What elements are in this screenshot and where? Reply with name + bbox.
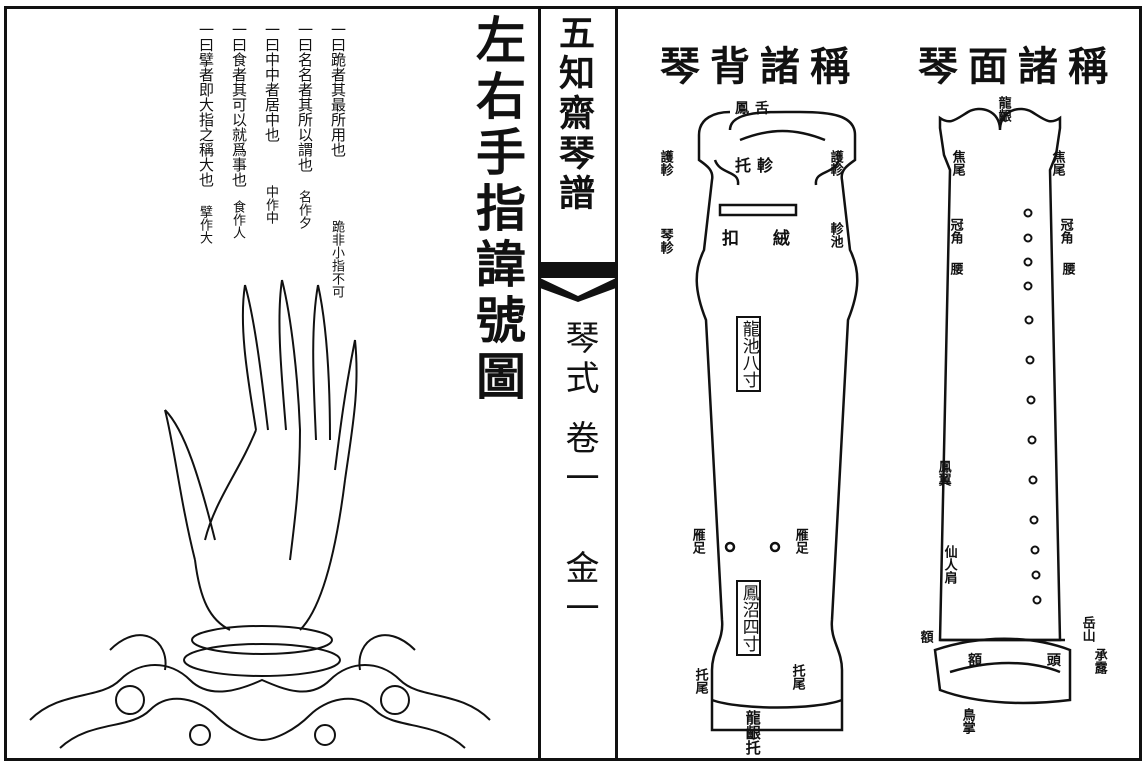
face-label-yue-shan: 岳山 bbox=[1079, 616, 1095, 642]
note-line-2: 一曰食者其可以就爲事也 bbox=[230, 22, 248, 187]
volume-label: 卷一 bbox=[559, 420, 599, 500]
back-label-yan-zu-left: 雁足 bbox=[689, 528, 705, 554]
back-box-long-chi: 龍池八寸 bbox=[736, 316, 761, 392]
face-label-guan-jiao-left: 冠角 bbox=[947, 218, 963, 244]
face-label-e: 額 bbox=[917, 630, 933, 643]
note-line-1: 一曰擘者即大指之稱大也 bbox=[197, 22, 215, 187]
spine-column bbox=[538, 6, 618, 761]
face-label-guan-jiao-right: 冠角 bbox=[1057, 218, 1073, 244]
note-line-5: 一曰跪者其最所用也 bbox=[329, 22, 347, 157]
page-number: 金一 bbox=[559, 550, 599, 630]
face-label-feng-yi: 鳳翼 bbox=[935, 460, 951, 486]
note-minor-2: 食作人 bbox=[230, 200, 245, 239]
back-box-feng-zhao: 鳳沼四寸 bbox=[736, 580, 761, 656]
back-label-bottom: 龍齦托 bbox=[743, 710, 762, 755]
face-label-e-tou: 額 頭 bbox=[968, 653, 1091, 669]
qin-back-title: 琴背諸稱 bbox=[660, 43, 860, 90]
back-label-tuo-wei-left: 托尾 bbox=[692, 668, 708, 694]
back-label-yan-zu-right: 雁足 bbox=[792, 528, 808, 554]
book-title: 五知齋琴譜 bbox=[553, 14, 595, 214]
face-label-yao-right: 腰 bbox=[1059, 262, 1075, 275]
note-minor-4: 名作夕 bbox=[296, 190, 311, 229]
page-border bbox=[4, 6, 1142, 761]
fish-tail-mark bbox=[540, 262, 616, 302]
note-line-3: 一曰中中者居中也 bbox=[263, 22, 281, 142]
face-label-niao-zhang: 鳥掌 bbox=[959, 708, 975, 734]
face-label-cheng-lu: 承露 bbox=[1091, 648, 1107, 674]
hand-illustration bbox=[29, 279, 491, 749]
back-label-zhen-chi: 軫池 bbox=[827, 222, 843, 248]
back-label-hu-zhen-right: 護軫 bbox=[827, 150, 843, 176]
face-label-jiao-wei-left: 焦尾 bbox=[949, 150, 965, 176]
face-label-yao-left: 腰 bbox=[947, 262, 963, 275]
left-page-title: 左右手指諱號圖 bbox=[468, 14, 527, 406]
face-label-xian-ren-jian: 仙人肩 bbox=[941, 545, 957, 584]
back-label-tuo-zhen: 托軫 bbox=[735, 156, 780, 175]
face-label-jiao-wei-right: 焦尾 bbox=[1049, 150, 1065, 176]
qin-face-title: 琴面諸稱 bbox=[918, 43, 1118, 90]
back-label-kou-tuo: 扣 絨 bbox=[722, 229, 804, 249]
back-label-qin-zhen: 琴軫 bbox=[657, 228, 673, 254]
section-title: 琴式 bbox=[559, 320, 599, 400]
note-line-4: 一曰名名者其所以謂也 bbox=[296, 22, 314, 172]
back-label-feng-she: 鳳舌 bbox=[735, 101, 775, 117]
note-minor-5: 跪非小指不可 bbox=[329, 220, 344, 298]
back-label-tuo-wei-right: 托尾 bbox=[789, 664, 805, 690]
back-label-hu-zhen-left: 護軫 bbox=[657, 150, 673, 176]
note-minor-3: 中作中 bbox=[263, 185, 278, 224]
qin-diagrams bbox=[695, 107, 1072, 732]
note-minor-1: 擘作大 bbox=[197, 205, 212, 244]
face-label-long-yin: 龍齦 bbox=[995, 96, 1011, 122]
